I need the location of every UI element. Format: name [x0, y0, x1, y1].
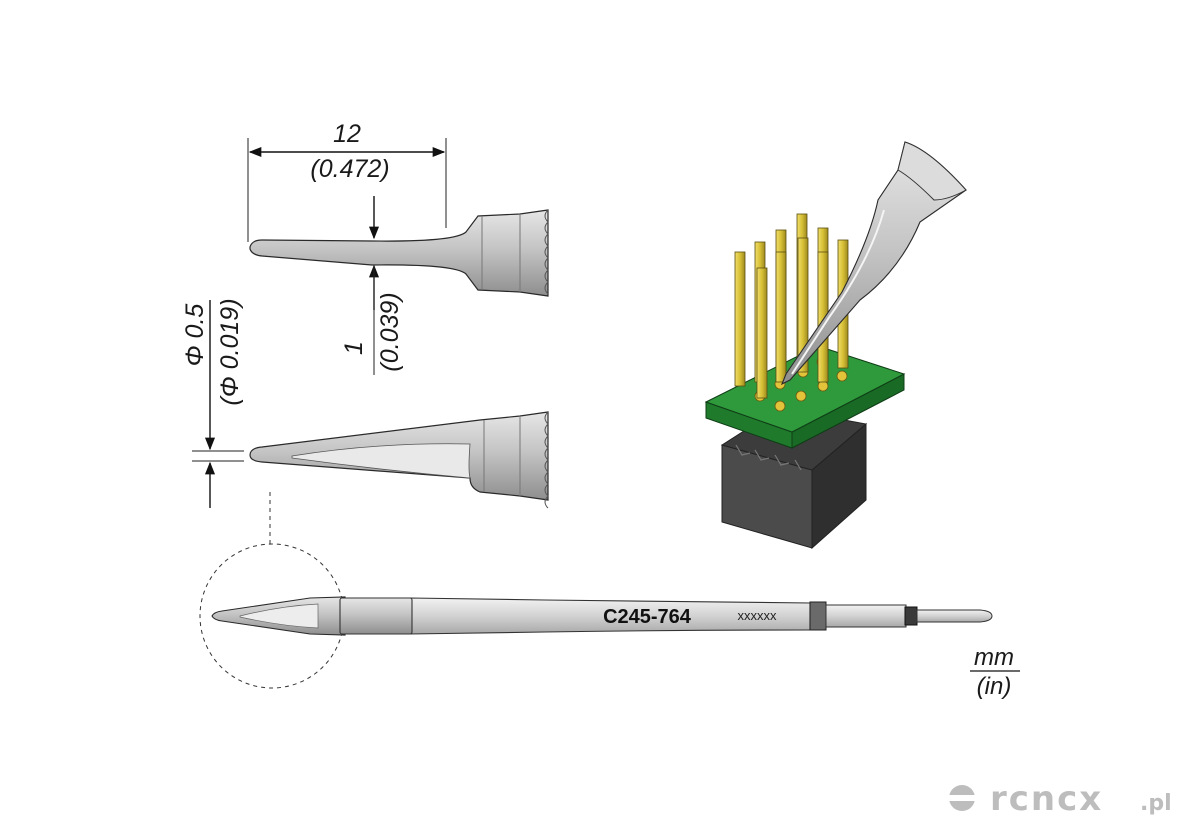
cartridge-ring — [809, 601, 827, 631]
watermark: rcncx .pl — [948, 779, 1172, 819]
cartridge-model-label: C245-764 — [603, 606, 692, 628]
length-in-label: (0.472) — [310, 155, 389, 183]
cartridge-rear-tube — [825, 604, 907, 628]
pcb-pad — [817, 380, 829, 392]
tip-side-break-line — [544, 411, 549, 509]
width-in-label: (0.039) — [376, 292, 404, 371]
cartridge-serial-label: xxxxxx — [738, 608, 778, 623]
tip-break-line — [544, 209, 549, 295]
pcb-pad — [836, 370, 848, 382]
diameter-in-label: (Φ 0.019) — [216, 298, 244, 405]
illustration-tip-collar — [897, 141, 967, 201]
watermark-logo-icon-bar — [948, 795, 976, 801]
units-imperial: (in) — [977, 673, 1012, 700]
watermark-brand: rcncx — [990, 779, 1103, 819]
cartridge-tip-bevel — [239, 603, 319, 629]
illustration-tip-highlight — [791, 209, 885, 375]
units-legend: mm (in) — [970, 644, 1020, 700]
header-pin — [797, 237, 809, 373]
cartridge-sleeve — [339, 597, 413, 635]
tip-top-view: 12 (0.472) 1 (0.039) — [247, 120, 549, 375]
diameter-mm-label: Φ 0.5 — [181, 304, 209, 367]
header-pin — [775, 251, 787, 383]
application-illustration — [704, 141, 967, 550]
header-pin — [734, 251, 746, 387]
units-metric: mm — [974, 644, 1014, 671]
cartridge-contact-pin — [916, 609, 993, 623]
pcb-pad — [774, 400, 786, 412]
cartridge-connector-ring — [904, 606, 918, 626]
pcb-pad — [795, 390, 807, 402]
width-mm-label: 1 — [340, 341, 368, 355]
length-mm-label: 12 — [333, 120, 361, 148]
header-pin — [756, 267, 768, 399]
tip-bevel-face — [291, 443, 471, 479]
socket-slots — [735, 444, 802, 471]
tip-top-shape — [249, 209, 549, 297]
cartridge-view: C245-764 xxxxxx — [199, 492, 993, 689]
watermark-suffix: .pl — [1140, 791, 1172, 816]
tip-side-view: Φ 0.5 (Φ 0.019) — [181, 298, 549, 509]
